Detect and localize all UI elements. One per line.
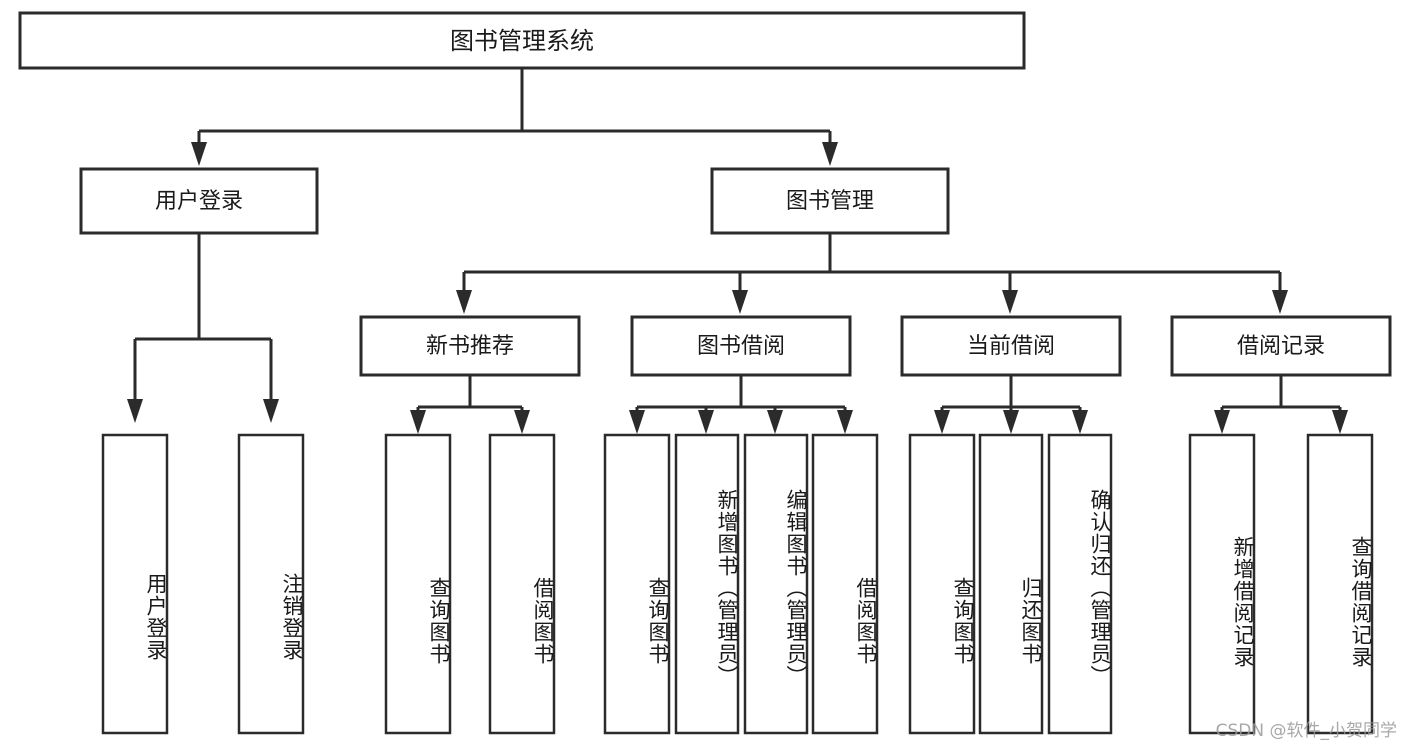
node-book-borrow-label: 图书借阅 (697, 334, 785, 359)
node-root[interactable]: 图书管理系统 (18, 11, 1026, 70)
leaf-box-br-query-record[interactable] (1306, 433, 1374, 735)
connector-book-borrow-to-leaves (629, 375, 853, 434)
csdn-watermark: CSDN @软件_小贺同学 (1215, 721, 1397, 741)
leaf-box-nb-query-book[interactable] (384, 433, 452, 735)
leaf-box-bb-borrow-book[interactable] (811, 433, 879, 735)
node-new-book-recommend-box[interactable] (359, 315, 581, 377)
connector-root-to-level2 (191, 68, 838, 166)
node-user-login[interactable]: 用户登录 (79, 167, 319, 235)
leaf-box-bb-add-book[interactable] (674, 433, 740, 735)
node-borrow-record-label: 借阅记录 (1237, 334, 1325, 359)
arrowhead-bb-leaf2 (698, 410, 714, 434)
leaf-box-logout[interactable] (237, 433, 305, 735)
node-book-manage[interactable]: 图书管理 (710, 167, 950, 235)
node-current-borrow-label: 当前借阅 (967, 334, 1055, 359)
node-root-label: 图书管理系统 (450, 27, 594, 55)
arrowhead-br-leaf2 (1332, 410, 1348, 434)
arrowhead-cb-leaf3 (1072, 410, 1088, 434)
leaf-box-br-add-record[interactable] (1188, 433, 1256, 735)
connector-user-login-to-leaves (127, 233, 279, 423)
arrowhead-current-borrow (1002, 290, 1018, 314)
node-current-borrow-box[interactable] (900, 315, 1122, 377)
leaf-box-user-login[interactable] (101, 433, 169, 735)
arrowhead-user-login (191, 142, 207, 166)
arrowhead-br-leaf1 (1214, 410, 1230, 434)
arrowhead-ul-leaf2 (263, 399, 279, 423)
arrowhead-ul-leaf1 (127, 399, 143, 423)
node-book-manage-label: 图书管理 (786, 189, 874, 214)
node-current-borrow[interactable]: 当前借阅 (900, 315, 1122, 377)
arrowhead-bb-leaf3 (767, 410, 783, 434)
node-user-login-label: 用户登录 (155, 189, 243, 214)
arrowhead-bb-leaf4 (837, 410, 853, 434)
node-borrow-record-box[interactable] (1170, 315, 1392, 377)
node-new-book-recommend-label: 新书推荐 (426, 334, 514, 359)
arrowhead-new-book (456, 290, 472, 314)
arrowhead-cb-leaf2 (1003, 410, 1019, 434)
arrowhead-nb-leaf1 (410, 410, 426, 434)
arrowhead-book-borrow (732, 290, 748, 314)
leaf-box-cb-confirm-return[interactable] (1047, 433, 1113, 735)
arrowhead-nb-leaf2 (514, 410, 530, 434)
node-new-book-recommend[interactable]: 新书推荐 (359, 315, 581, 377)
leaf-box-cb-query-book[interactable] (908, 433, 976, 735)
leaf-box-bb-query-book[interactable] (603, 433, 671, 735)
node-borrow-record[interactable]: 借阅记录 (1170, 315, 1392, 377)
node-book-borrow-box[interactable] (630, 315, 852, 377)
arrowhead-bb-leaf1 (629, 410, 645, 434)
arrowhead-cb-leaf1 (934, 410, 950, 434)
node-book-borrow[interactable]: 图书借阅 (630, 315, 852, 377)
connector-current-borrow-to-leaves (934, 375, 1088, 434)
connector-new-book-to-leaves (410, 375, 530, 434)
node-root-box[interactable] (18, 11, 1026, 70)
arrowhead-book-manage (822, 142, 838, 166)
leaf-box-bb-edit-book[interactable] (743, 433, 809, 735)
arrowhead-borrow-record (1272, 290, 1288, 314)
leaf-box-nb-borrow-book[interactable] (488, 433, 556, 735)
connector-book-manage-to-level3 (456, 233, 1288, 314)
connector-borrow-record-to-leaves (1214, 375, 1348, 434)
node-book-manage-box[interactable] (710, 167, 950, 235)
leaf-box-cb-return-book[interactable] (978, 433, 1044, 735)
